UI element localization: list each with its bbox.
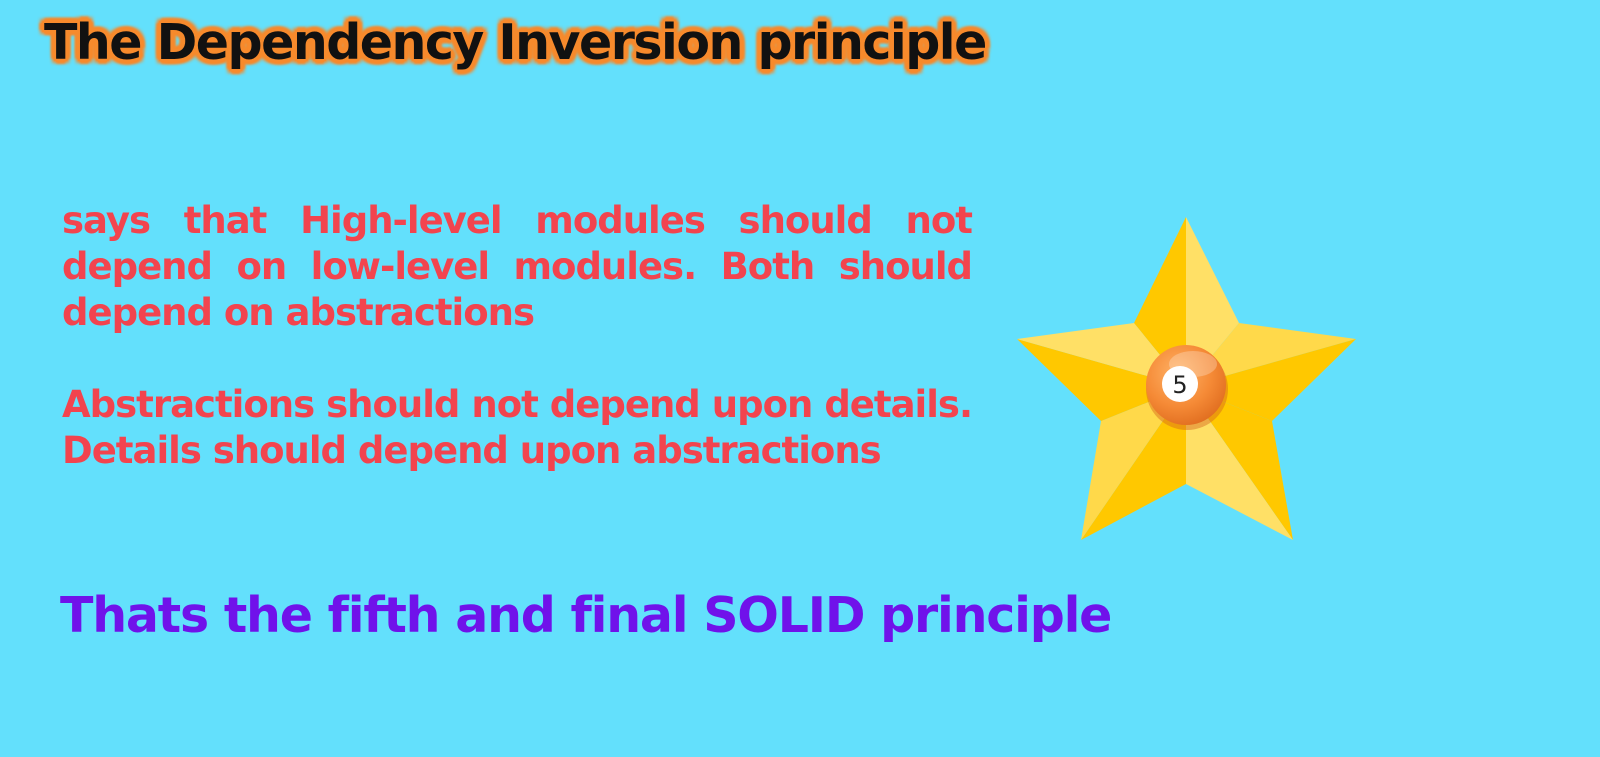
abstractions-statement: Abstractions should not depend upon deta… xyxy=(62,383,973,472)
slide-title: The Dependency Inversion principle xyxy=(44,14,987,71)
badge-number: 5 xyxy=(1172,371,1187,399)
star-icon: 5 xyxy=(1017,217,1356,540)
principle-description: says that High-level modules should not … xyxy=(62,199,973,334)
number-badge: 5 xyxy=(1146,345,1228,430)
closing-statement: Thats the fifth and final SOLID principl… xyxy=(60,587,1112,644)
